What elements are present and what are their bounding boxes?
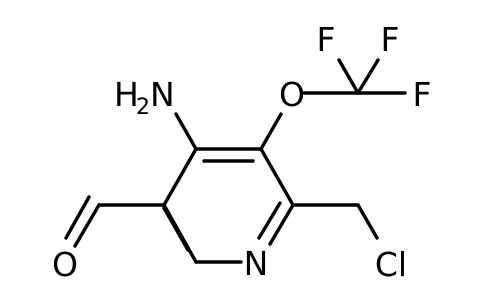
bond-c5-c4 (162, 147, 198, 207)
atom-f1: F (317, 20, 336, 59)
amine-h: H (114, 75, 139, 114)
bond-c3-o (259, 112, 283, 151)
atom-o-ether: O (279, 75, 305, 114)
bond-c3-c2 (259, 147, 295, 207)
bond-cho-o (73, 203, 101, 248)
bond-cho-o-double (64, 195, 91, 240)
amine-subscript: 2 (136, 95, 150, 120)
bond-c2-n (268, 203, 295, 246)
atom-labels: N O O F F F Cl H 2 N (52, 20, 431, 284)
bond-c4-nh2 (174, 112, 198, 151)
bonds (64, 58, 407, 264)
atom-n-ring: N (244, 244, 269, 283)
atom-cl: Cl (375, 245, 407, 284)
bond-c6-c5-double (162, 206, 190, 252)
amine-n: N (150, 75, 175, 114)
atom-f2: F (381, 20, 400, 59)
bond-ch2-cl (356, 203, 379, 240)
atom-o-aldehyde: O (52, 245, 78, 284)
bond-c2-n-double (257, 201, 282, 240)
bond-cf3-f1 (337, 58, 360, 95)
bond-cf3-f2 (356, 58, 380, 95)
atom-f3: F (413, 75, 432, 114)
atom-nh2: H 2 N (114, 75, 175, 120)
